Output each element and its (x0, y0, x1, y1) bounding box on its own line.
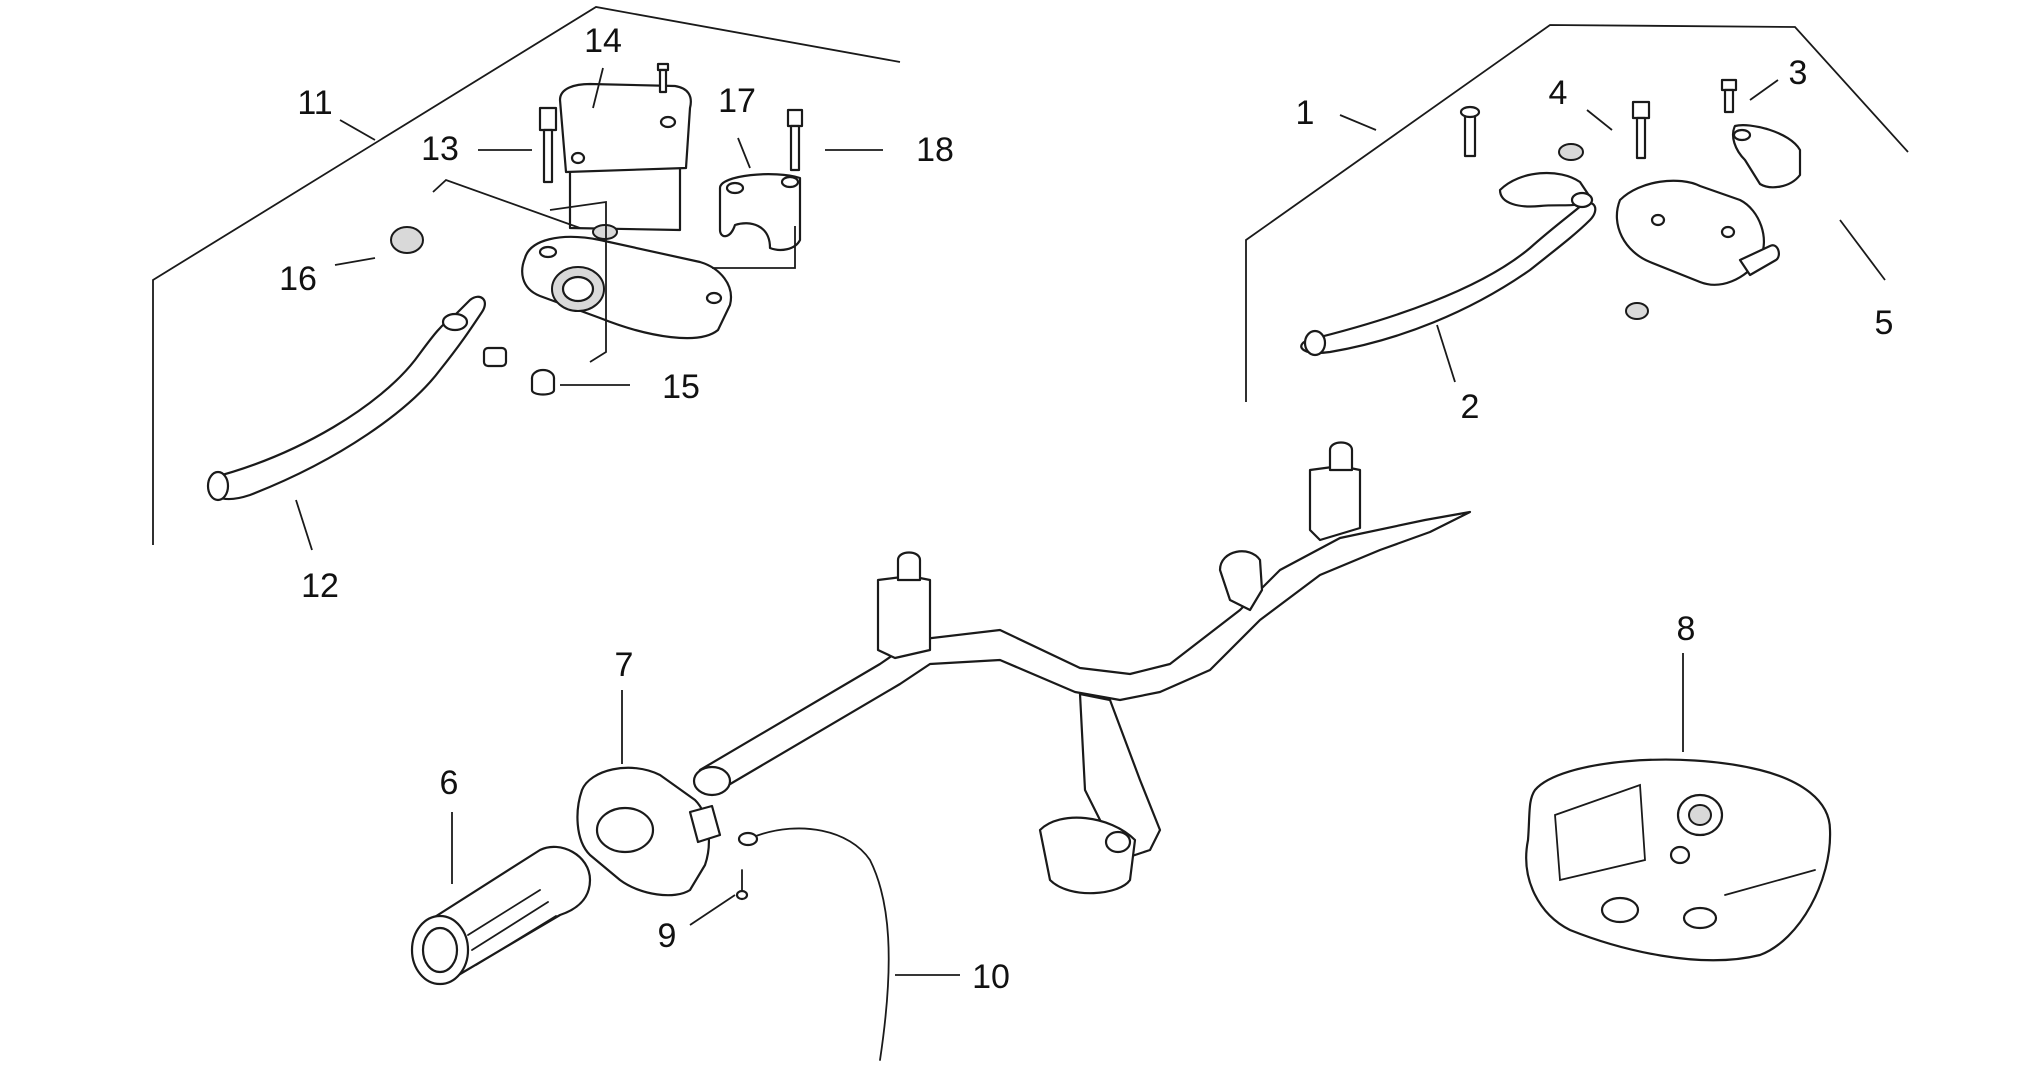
callout-13: 13 (421, 130, 459, 168)
callout-labels: 1 2 3 4 5 6 7 8 9 10 11 12 13 14 15 16 1… (279, 22, 1893, 996)
bolts-right (1558, 78, 1738, 320)
callout-18: 18 (916, 131, 954, 169)
callout-2: 2 (1461, 388, 1480, 426)
callout-4: 4 (1549, 74, 1568, 112)
clutch-bracket (1615, 124, 1802, 286)
throttle-housing (576, 766, 722, 897)
callout-1: 1 (1296, 94, 1315, 132)
callout-6: 6 (440, 764, 459, 802)
right-group-frame (1245, 24, 1909, 402)
throttle-grip (410, 845, 592, 986)
master-cylinder-body (521, 82, 733, 340)
callout-5: 5 (1875, 304, 1894, 342)
callout-14: 14 (584, 22, 622, 60)
callout-3: 3 (1789, 54, 1808, 92)
clutch-lever-right (1300, 105, 1597, 357)
clamp-cap (718, 173, 802, 251)
throttle-cable (735, 827, 890, 1061)
bolts-left (390, 62, 804, 396)
callout-8: 8 (1677, 610, 1696, 648)
brake-lever-left (206, 295, 508, 502)
callout-15: 15 (662, 368, 700, 406)
callout-9: 9 (658, 917, 677, 955)
handlebar (692, 441, 1472, 895)
callout-17: 17 (718, 82, 756, 120)
handguard (1525, 758, 1832, 962)
callout-7: 7 (615, 646, 634, 684)
callout-11: 11 (297, 84, 332, 122)
leader-lines (295, 67, 1886, 976)
left-group-frame (152, 6, 901, 545)
callout-10: 10 (972, 958, 1010, 996)
callout-12: 12 (301, 567, 339, 605)
callout-16: 16 (279, 260, 317, 298)
